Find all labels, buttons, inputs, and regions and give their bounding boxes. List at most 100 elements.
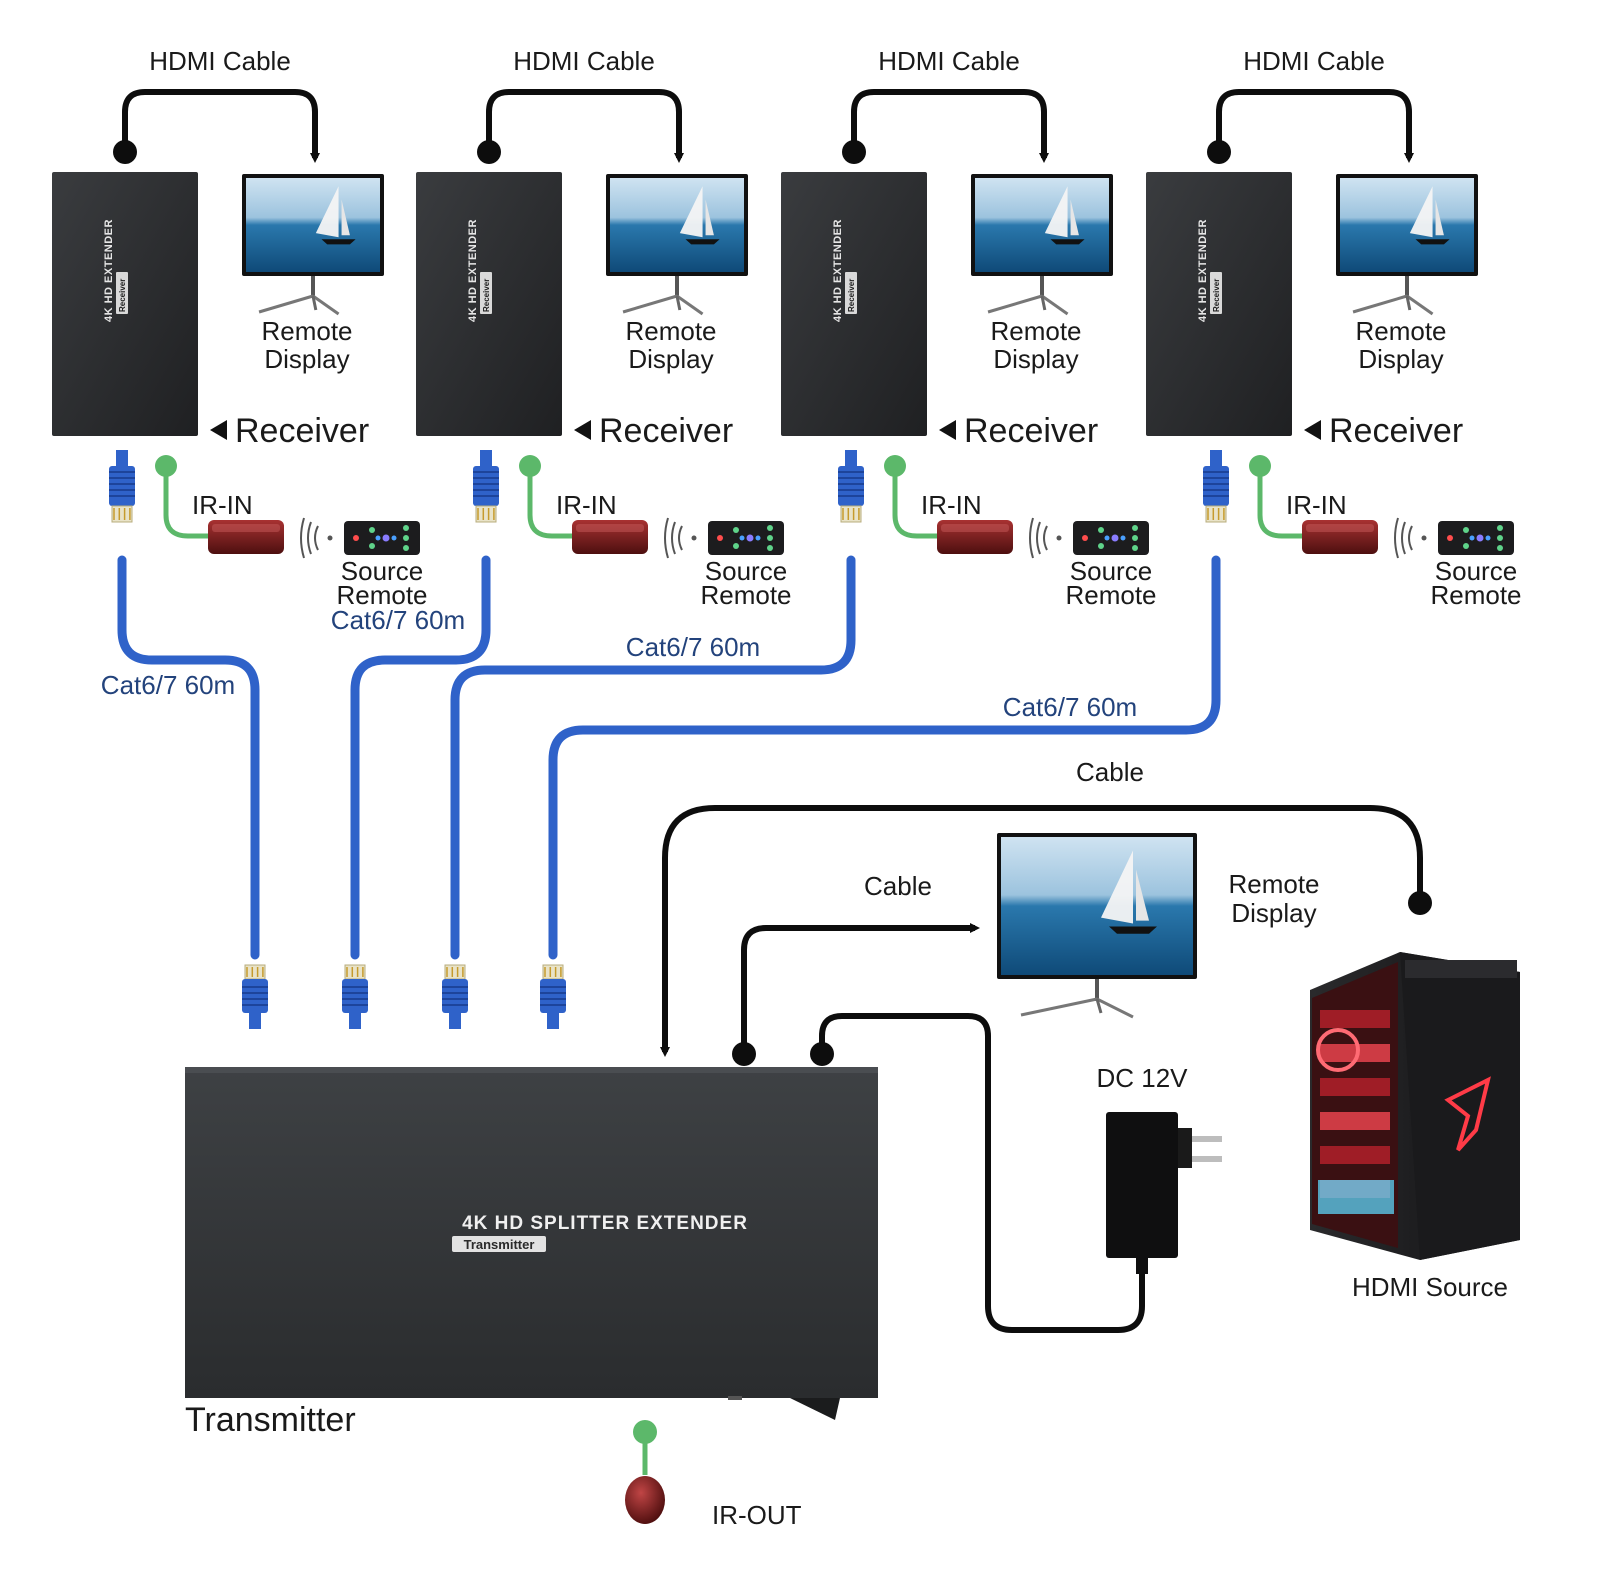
pointer-triangle-icon bbox=[1304, 420, 1321, 440]
source-remote-label: Remote bbox=[1430, 580, 1521, 610]
remote-button bbox=[1469, 535, 1475, 541]
rj45-boot bbox=[540, 979, 566, 1013]
transmitter-badge bbox=[452, 1236, 546, 1252]
cat-cables bbox=[117, 555, 1221, 960]
rj45-connector-icon bbox=[109, 450, 135, 523]
rj45-tip bbox=[542, 964, 564, 980]
hdmi-source-label: HDMI Source bbox=[1352, 1272, 1508, 1302]
source-remote-label: Source bbox=[1435, 556, 1517, 586]
boat-hull-icon bbox=[1050, 239, 1085, 245]
ir-signal-wave-icon bbox=[1029, 517, 1034, 559]
source-cable-label: Cable bbox=[1076, 757, 1144, 787]
ir-signal-wave-icon bbox=[678, 525, 683, 551]
ir-in-plug bbox=[519, 455, 541, 477]
source-remote-label: Source bbox=[1070, 556, 1152, 586]
rj45-tip bbox=[344, 964, 366, 980]
hdmi-cable-3 bbox=[851, 89, 1049, 163]
remote-button bbox=[739, 535, 745, 541]
remote-button bbox=[767, 545, 773, 551]
display-stand-leg bbox=[1405, 295, 1412, 311]
source-remote-label: Remote bbox=[336, 580, 427, 610]
source-remote-label: Source bbox=[341, 556, 423, 586]
remote-button bbox=[1111, 534, 1119, 542]
cat-cable-label: Cat6/7 60m bbox=[331, 605, 465, 635]
hdmi-plug-end bbox=[477, 140, 501, 164]
display-stand-leg bbox=[1041, 294, 1069, 316]
ir-in-cable bbox=[892, 470, 947, 539]
rj45-neck bbox=[845, 450, 857, 466]
rj45-connector-icon bbox=[342, 964, 368, 1029]
boat-hull-icon bbox=[685, 239, 720, 245]
sail-icon bbox=[1101, 850, 1133, 924]
transmitter-badge-text: Transmitter bbox=[464, 1237, 535, 1252]
sail-icon bbox=[1435, 199, 1444, 236]
receiver-badge bbox=[116, 272, 128, 314]
display-stand-leg bbox=[258, 294, 314, 314]
remote-control-icon bbox=[708, 521, 784, 555]
rj45-connector-icon bbox=[838, 450, 864, 523]
remote-button bbox=[1132, 525, 1138, 531]
rj45-boot bbox=[442, 979, 468, 1013]
sail-icon bbox=[341, 199, 350, 236]
receiver-label: Receiver bbox=[1329, 412, 1463, 450]
remote-led bbox=[1447, 535, 1453, 541]
display-screen bbox=[1340, 178, 1474, 272]
pc-tower-icon bbox=[1310, 952, 1520, 1260]
adapter-body bbox=[1106, 1112, 1178, 1258]
power-cable bbox=[819, 1013, 1145, 1333]
ir-in-cable bbox=[163, 470, 218, 539]
transmitter-top-edge bbox=[185, 1067, 878, 1073]
rj45-neck bbox=[547, 1013, 559, 1029]
remote-button bbox=[1476, 534, 1484, 542]
receiver-device-text: 4K HD EXTENDER bbox=[1197, 219, 1209, 322]
local-display-cable-label: Cable bbox=[864, 871, 932, 901]
display-stand-leg bbox=[1095, 998, 1103, 1014]
display-stand-leg bbox=[1020, 997, 1098, 1017]
adapter-plug-base bbox=[1178, 1128, 1192, 1168]
hdmi-cable-label: HDMI Cable bbox=[878, 46, 1020, 76]
receiver-label: Receiver bbox=[599, 412, 733, 450]
remote-button bbox=[382, 534, 390, 542]
remote-button bbox=[1132, 535, 1138, 541]
pc-rgb-glow bbox=[1320, 1112, 1390, 1130]
rj45-tip bbox=[111, 505, 133, 523]
ir-signal-wave-icon bbox=[314, 525, 319, 551]
hdmi-plug-end bbox=[113, 140, 137, 164]
source-remote-label: Remote bbox=[700, 580, 791, 610]
transmitter-title: 4K HD SPLITTER EXTENDER bbox=[462, 1213, 748, 1234]
display-icon bbox=[242, 174, 384, 316]
remote-button bbox=[369, 527, 375, 533]
transmitter-label: Transmitter bbox=[185, 1401, 356, 1439]
sail-icon bbox=[705, 199, 714, 236]
rj45-connector-icon bbox=[442, 964, 468, 1029]
pc-top-panel bbox=[1405, 960, 1517, 978]
remote-body bbox=[344, 521, 420, 555]
ir-emitter-icon bbox=[625, 1476, 665, 1524]
remote-button bbox=[403, 525, 409, 531]
pc-rgb-glow bbox=[1320, 1146, 1390, 1164]
ir-in-plug bbox=[884, 455, 906, 477]
display-icon bbox=[997, 833, 1197, 1019]
hdmi-cable-label: HDMI Cable bbox=[149, 46, 291, 76]
remote-button bbox=[733, 543, 739, 549]
ir-signal-dot bbox=[327, 535, 333, 541]
display-screen bbox=[1001, 837, 1193, 975]
remote-button bbox=[1098, 543, 1104, 549]
remote-control-icon bbox=[1438, 521, 1514, 555]
pc-side-window bbox=[1312, 962, 1398, 1248]
display-label: Display bbox=[628, 344, 713, 374]
remote-led bbox=[717, 535, 723, 541]
display-label: Remote bbox=[990, 316, 1081, 346]
remote-button bbox=[767, 525, 773, 531]
ir-in-label: IR-IN bbox=[556, 490, 617, 520]
display-icon bbox=[971, 174, 1113, 316]
display-stand-leg bbox=[676, 294, 704, 316]
receiver-device-text: 4K HD EXTENDER bbox=[832, 219, 844, 322]
hdmi-cable-label: HDMI Cable bbox=[513, 46, 655, 76]
rj45-connector-icon bbox=[473, 450, 499, 523]
power-label: DC 12V bbox=[1096, 1063, 1188, 1093]
receiver-badge-text: Receiver bbox=[1212, 279, 1221, 312]
local-display-label: Display bbox=[1231, 898, 1316, 928]
